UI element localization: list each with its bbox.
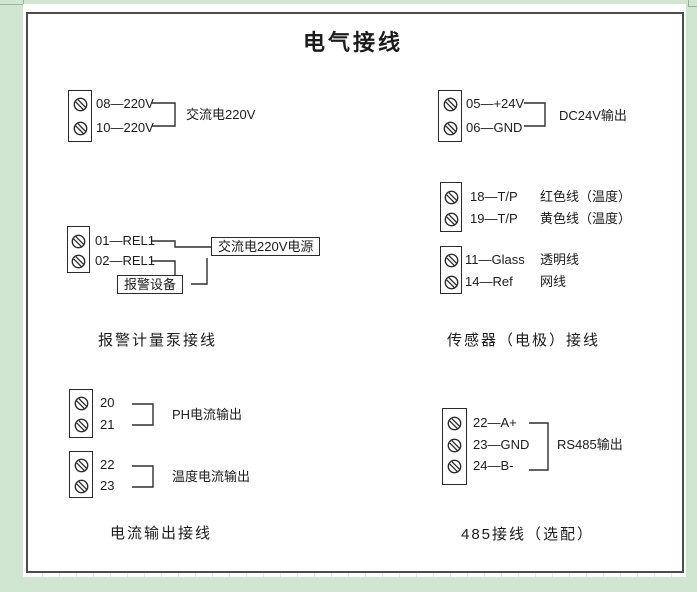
terminal-label: 23	[100, 478, 115, 493]
screw-icon	[444, 253, 458, 267]
screw-icon	[71, 254, 85, 268]
screw-icon	[444, 275, 458, 289]
cell-border-fragment	[23, 0, 24, 4]
terminal-label: 22	[100, 457, 115, 472]
terminal-label: 14—Ref	[465, 274, 513, 289]
terminal-label: 19—T/P	[470, 211, 518, 226]
terminal-label: 22—A+	[473, 415, 517, 430]
screw-icon	[447, 416, 461, 430]
screw-icon	[73, 97, 87, 111]
caption-current: 电流输出接线	[110, 525, 213, 542]
terminal-block-dc	[438, 90, 462, 142]
caption-relay: 报警计量泵接线	[98, 332, 218, 349]
cell-border-fragment	[688, 0, 697, 7]
group-label-ph: PH电流输出	[172, 407, 243, 422]
terminal-label: 05—+24V	[466, 96, 525, 111]
terminal-label: 01—REL1	[95, 233, 155, 248]
diagram-title: 电气接线	[302, 30, 403, 55]
terminal-label: 06—GND	[466, 120, 523, 135]
terminal-label: 18—T/P	[470, 189, 518, 204]
cell-border-fragment	[0, 4, 23, 5]
caption-sensor: 传感器（电极）接线	[447, 332, 601, 349]
wire-desc: 红色线（温度）	[540, 189, 632, 204]
group-label-temp: 温度电流输出	[172, 469, 251, 484]
terminal-label: 10—220V	[96, 120, 154, 135]
group-label-rs485: RS485输出	[557, 437, 623, 452]
screw-icon	[74, 396, 88, 410]
gridline-ticks	[26, 572, 684, 577]
screw-icon	[71, 234, 85, 248]
terminal-label: 21	[100, 417, 115, 432]
terminal-label: 20	[100, 395, 115, 410]
caption-rs485: 485接线（选配）	[461, 526, 595, 543]
screw-icon	[447, 459, 461, 473]
screw-icon	[444, 212, 458, 226]
terminal-label: 11—Glass	[465, 252, 525, 267]
alarm-device-box: 报警设备	[117, 275, 184, 294]
wire-desc: 网线	[540, 274, 567, 289]
power-source-box: 交流电220V电源	[211, 237, 321, 256]
screw-icon	[447, 438, 461, 452]
screw-icon	[74, 458, 88, 472]
terminal-label: 23—GND	[473, 437, 530, 452]
terminal-block-ac	[68, 90, 92, 142]
terminal-label: 08—220V	[96, 96, 154, 111]
screw-icon	[443, 97, 457, 111]
screw-icon	[443, 121, 457, 135]
screw-icon	[444, 190, 458, 204]
terminal-label: 02—REL1	[95, 253, 155, 268]
screw-icon	[74, 479, 88, 493]
group-label-dc: DC24V输出	[559, 108, 627, 123]
wire-desc: 黄色线（温度）	[540, 211, 632, 226]
wire-desc: 透明线	[540, 252, 580, 267]
group-label-ac: 交流电220V	[186, 107, 256, 122]
screw-icon	[73, 121, 87, 135]
terminal-label: 24—B-	[473, 458, 514, 473]
screw-icon	[74, 418, 88, 432]
